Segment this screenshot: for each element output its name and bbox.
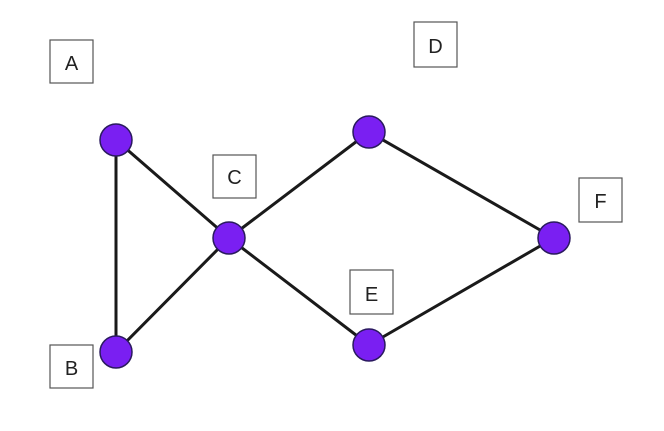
label-f: F: [578, 177, 623, 223]
edge-a-c: [114, 138, 231, 240]
label-f-text: F: [594, 191, 606, 213]
edge-b-c: [114, 236, 231, 354]
label-b-text: B: [65, 358, 78, 380]
label-f-box: [578, 177, 623, 223]
node-b: [99, 335, 133, 369]
label-c-box: [212, 154, 257, 199]
label-e-box: [349, 269, 394, 315]
node-f: [537, 221, 571, 255]
node-e: [352, 328, 386, 362]
edge-c-d: [227, 130, 371, 240]
label-e: E: [349, 269, 394, 315]
node-c: [212, 221, 246, 255]
edge-e-f: [367, 236, 556, 347]
label-a: A: [49, 39, 94, 84]
node-d: [352, 115, 386, 149]
label-b: B: [49, 344, 94, 389]
label-a-text: A: [65, 53, 79, 75]
label-d-text: D: [428, 36, 442, 58]
label-c-text: C: [227, 167, 241, 189]
label-a-box: [49, 39, 94, 84]
edges: [114, 130, 556, 354]
node-a: [99, 123, 133, 157]
label-d: D: [413, 21, 458, 68]
edge-d-f: [367, 130, 556, 240]
edge-c-e: [227, 236, 371, 347]
label-e-text: E: [365, 284, 378, 306]
label-d-box: [413, 21, 458, 68]
nodes: [99, 115, 571, 369]
label-b-box: [49, 344, 94, 389]
label-c: C: [212, 154, 257, 199]
